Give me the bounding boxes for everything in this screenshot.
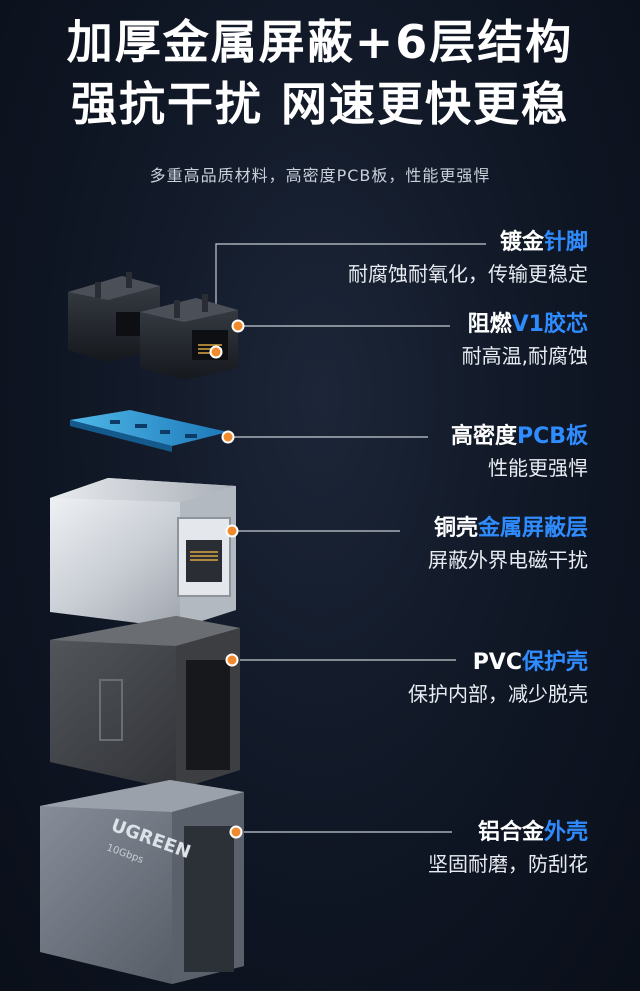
layer-label-head: 高密度PCB板: [450, 424, 588, 449]
layer-label-gold-pin: 镀金针脚 耐腐蚀耐氧化，传输更稳定: [348, 228, 588, 290]
layer-label-desc: 耐高温,耐腐蚀: [461, 344, 588, 368]
layer-label-v1-core: 阻燃V1胶芯 耐高温,耐腐蚀: [462, 310, 588, 372]
callout-dots: [209, 319, 245, 839]
layer-label-head: 铝合金外壳: [477, 820, 588, 845]
layer-label-head: PVC保护壳: [472, 650, 588, 675]
layer-label-head: 阻燃V1胶芯: [467, 312, 588, 337]
layer-label-pcb: 高密度PCB板 性能更强悍: [451, 422, 588, 484]
subheadline: 多重高品质材料，高密度PCB板，性能更强悍: [149, 166, 491, 185]
layer-label-desc: 保护内部，减少脱壳: [408, 682, 588, 706]
headline-line-2: 强抗干扰 网速更快更稳: [70, 77, 569, 131]
pin-core-illustration: [68, 272, 238, 380]
layer-label-desc: 性能更强悍: [488, 456, 588, 480]
headline-line-1: 加厚金属屏蔽+6层结构: [66, 15, 574, 69]
layer-label-desc: 耐腐蚀耐氧化，传输更稳定: [348, 262, 588, 286]
pcb-illustration: [70, 410, 228, 452]
layer-label-desc: 坚固耐磨，防刮花: [428, 852, 588, 876]
pvc-shell-illustration: [50, 616, 240, 790]
layer-label-head: 镀金针脚: [499, 230, 588, 255]
metal-shield-illustration: [50, 478, 236, 628]
layer-label-desc: 屏蔽外界电磁干扰: [428, 548, 588, 572]
layer-label-aluminium: 铝合金外壳 坚固耐磨，防刮花: [428, 818, 588, 880]
layer-label-pvc: PVC保护壳 保护内部，减少脱壳: [408, 648, 588, 710]
alu-shell-illustration: UGREEN 10Gbps: [40, 780, 244, 984]
leader-lines: [215, 243, 486, 833]
layer-label-copper-shield: 铜壳金属屏蔽层 屏蔽外界电磁干扰: [428, 514, 588, 576]
layer-label-head: 铜壳金属屏蔽层: [433, 516, 588, 541]
